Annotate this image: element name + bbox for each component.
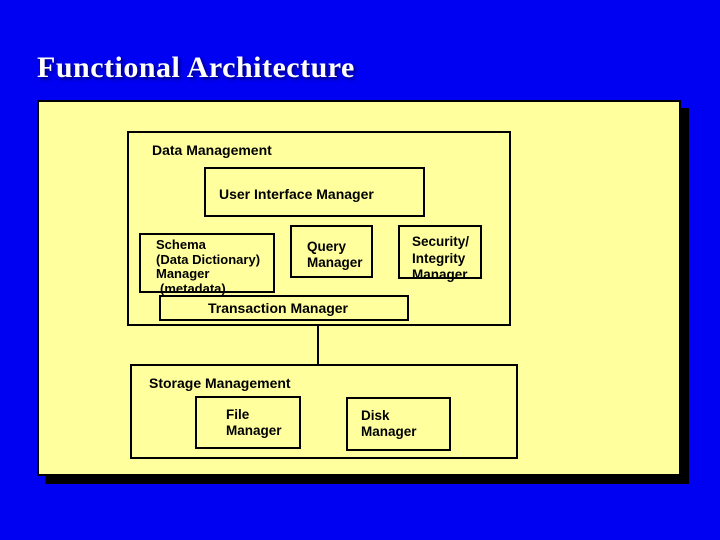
schema-label-line: Manager <box>156 266 210 281</box>
security-label-line: Integrity <box>412 250 466 266</box>
storage-management-label: Storage Management <box>149 375 291 391</box>
architecture-panel: Data Management User Interface Manager S… <box>37 100 681 476</box>
schema-label-line: (metadata) <box>160 280 226 296</box>
schema-data-dictionary-manager-box: Schema (Data Dictionary) Manager (metada… <box>139 233 275 295</box>
disk-manager-box: Disk Manager <box>346 397 451 451</box>
user-interface-manager-box: User Interface Manager <box>204 167 425 217</box>
file-manager-label-line: Manager <box>226 422 282 438</box>
slide-title: Functional Architecture <box>37 51 355 84</box>
connector-line <box>317 326 319 364</box>
transaction-manager-label: Transaction Manager <box>207 300 349 316</box>
security-integrity-manager-box: Security/ Integrity Manager <box>398 225 482 282</box>
security-label-line: Manager <box>412 267 468 282</box>
schema-label-line: (Data Dictionary) <box>156 251 261 267</box>
query-manager-box: Query Manager <box>290 225 373 278</box>
disk-manager-label-line: Manager <box>361 423 417 439</box>
file-manager-label-line: File <box>226 407 250 422</box>
file-manager-box: File Manager <box>195 396 301 449</box>
storage-management-box: Storage Management File Manager Disk Man… <box>130 364 518 459</box>
data-management-box: Data Management User Interface Manager S… <box>127 131 511 326</box>
user-interface-manager-label: User Interface Manager <box>219 186 374 202</box>
query-manager-label-line: Query <box>307 239 347 254</box>
schema-label-line: Schema <box>156 237 206 252</box>
disk-manager-label-line: Disk <box>361 408 390 423</box>
query-manager-label-line: Manager <box>307 255 363 270</box>
data-management-label: Data Management <box>152 142 272 158</box>
transaction-manager-box: Transaction Manager <box>159 295 409 321</box>
security-label-line: Security/ <box>412 234 470 249</box>
